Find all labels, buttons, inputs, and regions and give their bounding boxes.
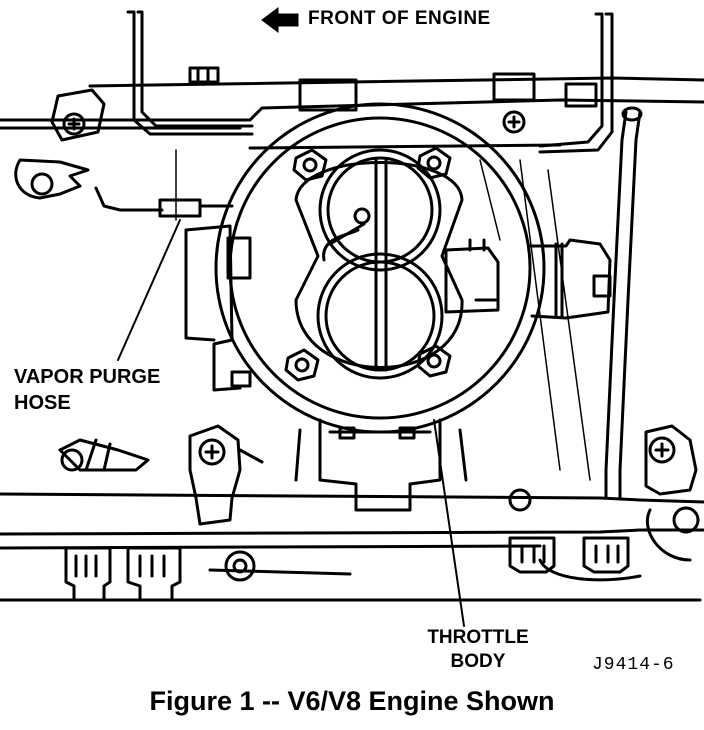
- hex-bolt: [292, 148, 328, 182]
- bolt-mid-lower: [224, 488, 532, 582]
- throttle-neck: [294, 418, 468, 512]
- right-bracket: [538, 12, 614, 154]
- figure-caption: Figure 1 -- V6/V8 Engine Shown: [149, 686, 555, 716]
- left-bracket: [14, 10, 254, 200]
- hex-bolt: [416, 146, 452, 180]
- vapor-purge-hose-label: VAPOR PURGE HOSE: [14, 364, 160, 416]
- throttle-body-leader: [433, 419, 465, 627]
- hex-bolt: [416, 344, 452, 378]
- fuel-rail: [0, 492, 704, 602]
- bolt-right-lower: [644, 424, 700, 562]
- fuel-injector: [582, 536, 630, 574]
- throttle-body-label-line1: THROTTLE: [427, 627, 529, 648]
- throttle-body-label: THROTTLE BODY: [418, 626, 538, 674]
- figure-number: J9414-6: [592, 655, 675, 675]
- throttle-position-sensor: [444, 238, 612, 320]
- vapor-purge-hose: [94, 186, 234, 361]
- throttle-body-label-line2: BODY: [450, 651, 506, 672]
- arrow-left-icon: [261, 7, 299, 33]
- manifold-ribs: [175, 149, 591, 481]
- vapor-purge-hose-label-line2: HOSE: [14, 392, 71, 414]
- bolt-top-left: [50, 88, 106, 142]
- hex-bolt: [284, 348, 320, 382]
- fuel-injector: [508, 536, 556, 574]
- bolt-left-lower: [58, 438, 150, 472]
- bolt-center-lower: [188, 424, 264, 526]
- right-hose: [604, 106, 643, 500]
- front-of-engine-label: FRONT OF ENGINE: [308, 8, 491, 29]
- fuel-injector: [64, 546, 112, 602]
- upper-manifold-rail: [0, 76, 704, 150]
- throttle-body: [214, 102, 546, 434]
- bolt-rail-right: [502, 110, 526, 134]
- vapor-purge-hose-label-line1: VAPOR PURGE: [14, 366, 161, 388]
- fuel-injector: [126, 546, 182, 602]
- connector-top: [188, 66, 598, 112]
